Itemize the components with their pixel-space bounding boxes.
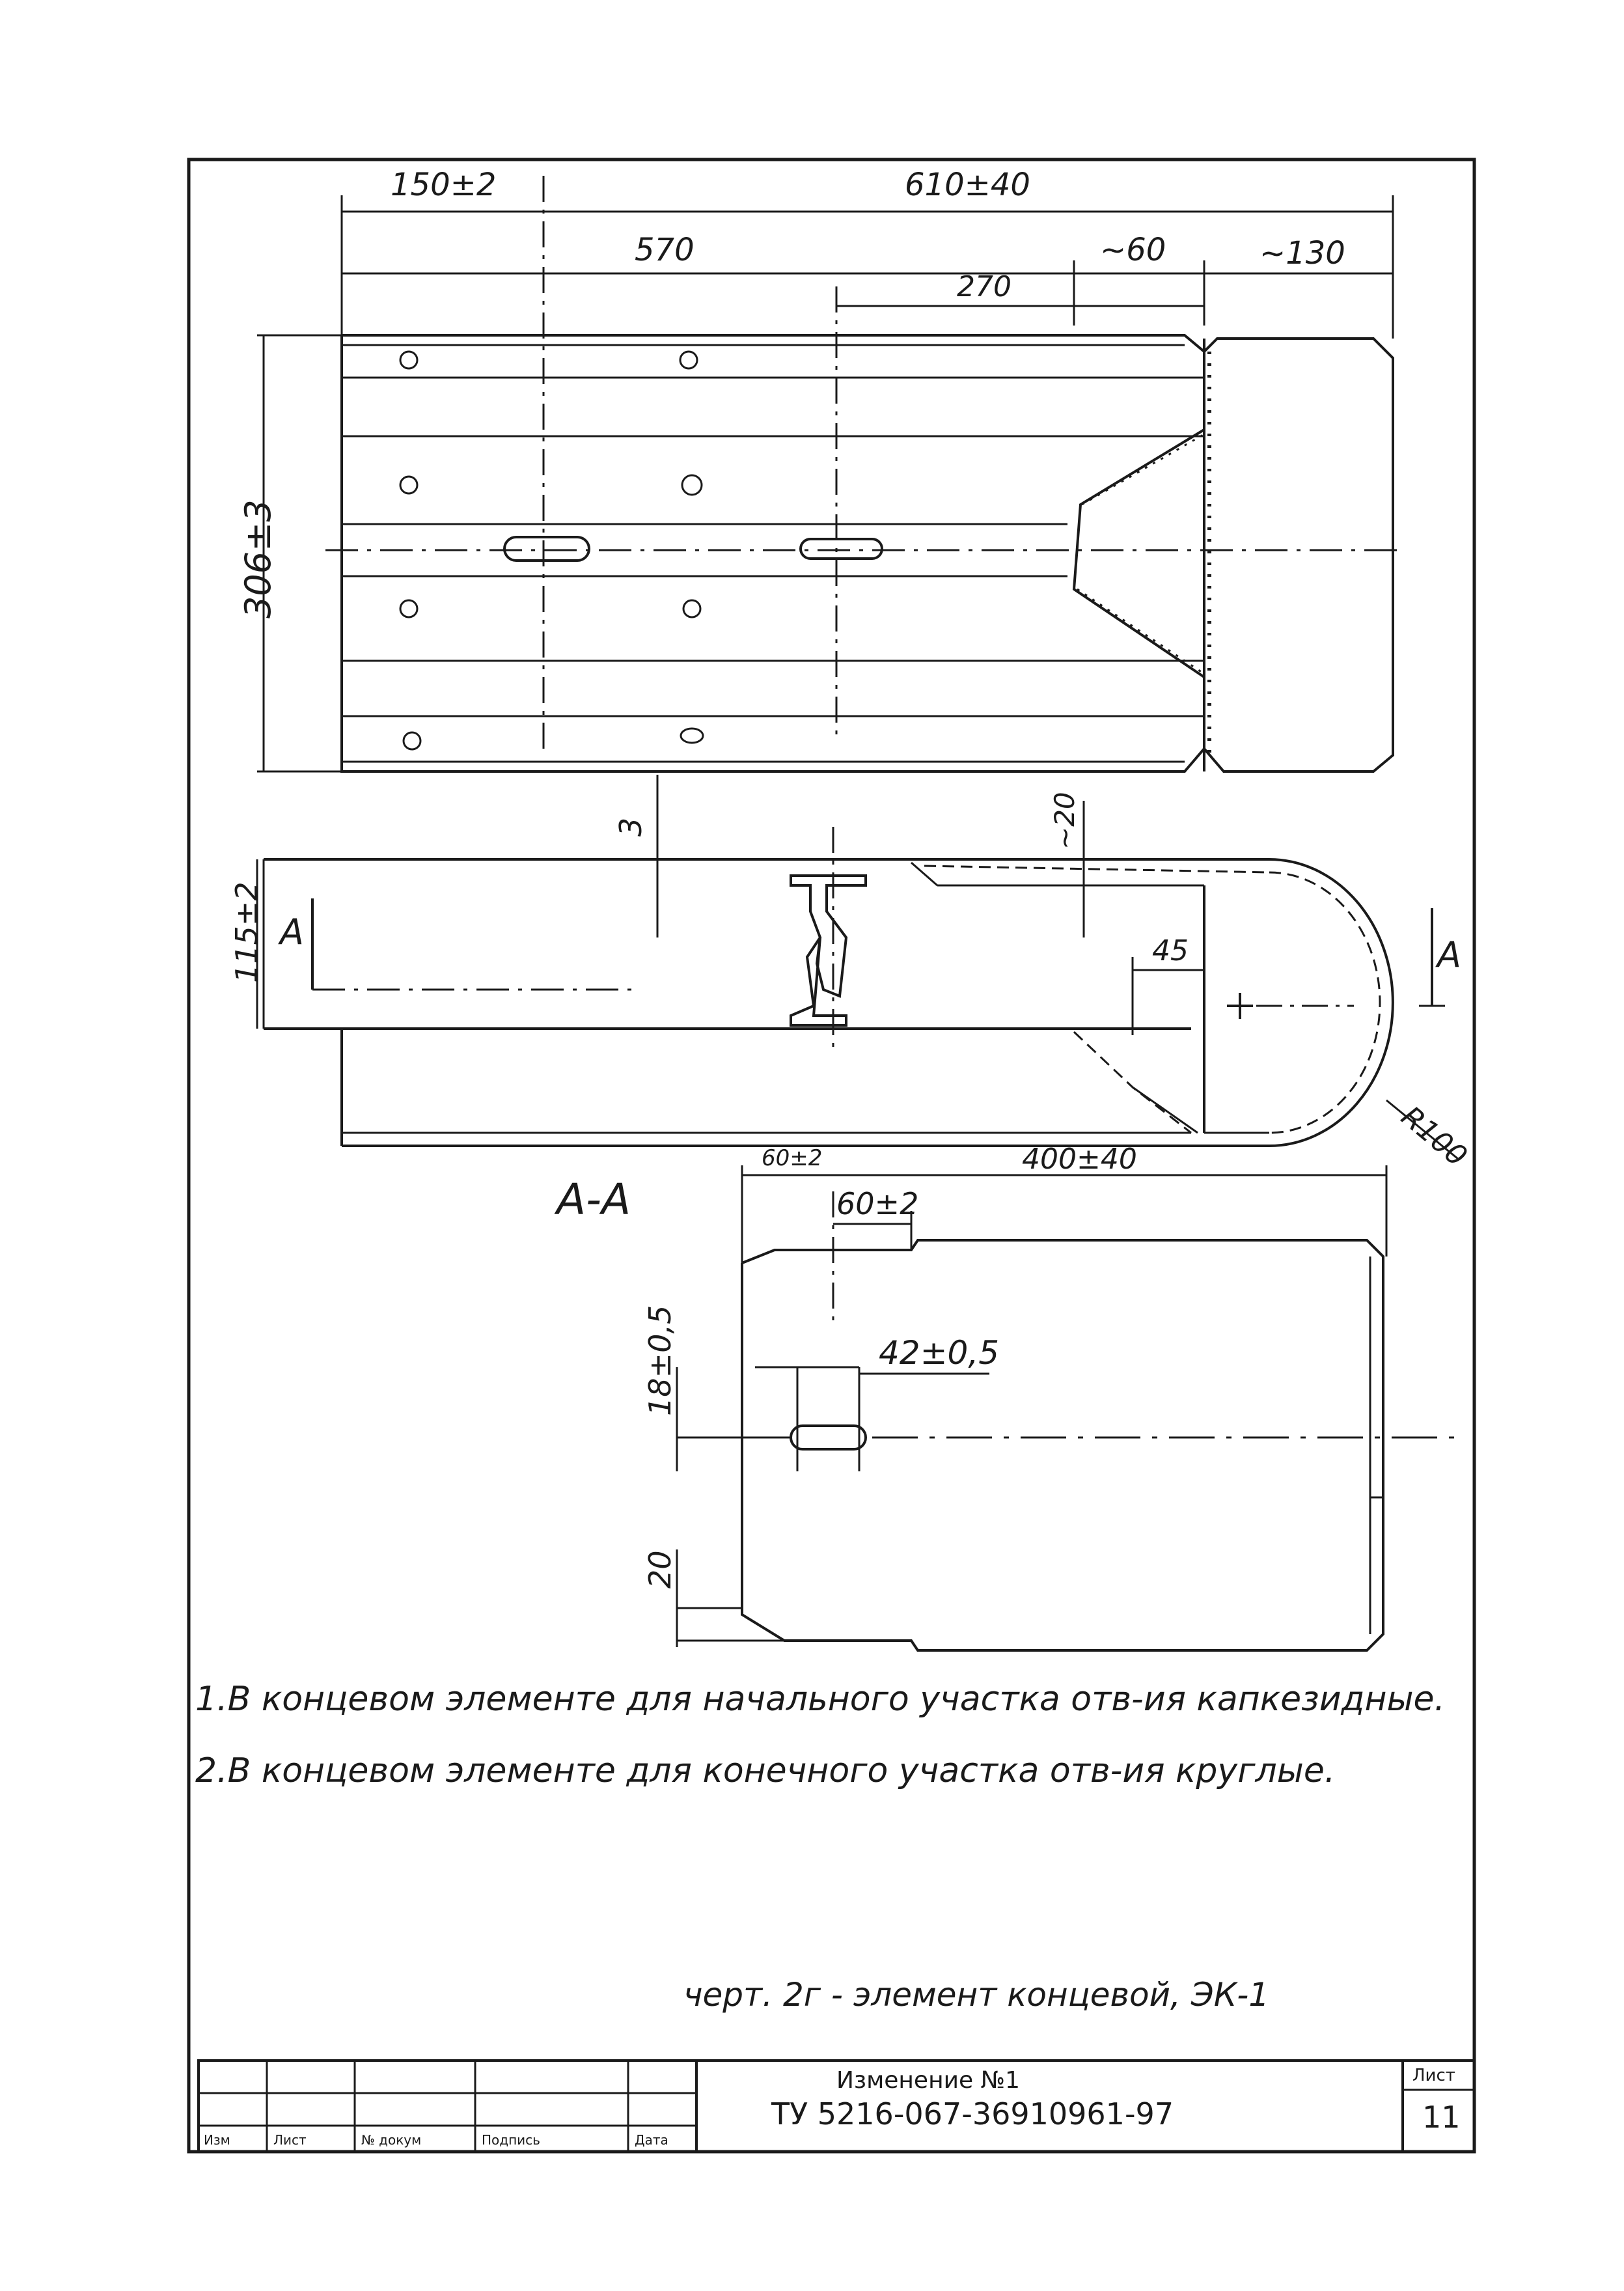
slot-hole <box>799 538 883 560</box>
dim-60: ~60 <box>1100 232 1166 268</box>
end-loop-outer <box>1269 858 1394 1147</box>
bolt-hole <box>681 474 703 496</box>
radius-leader <box>1386 1099 1459 1160</box>
sheet-frame <box>187 158 1476 2154</box>
dim-306: 306±3 <box>238 499 279 618</box>
loop-top-inner <box>924 865 1270 874</box>
bolt-hole <box>679 350 698 370</box>
title-block-frame <box>197 2059 1476 2153</box>
bolt-hole <box>682 599 702 618</box>
dim-42: 42±0,5 <box>879 1334 999 1372</box>
dim-130: ~130 <box>1259 235 1345 271</box>
tb-sheet-number: 11 <box>1422 2100 1461 2135</box>
tb-label-date: Дата <box>635 2132 668 2148</box>
plate-bend <box>911 861 938 887</box>
dim-610: 610±40 <box>905 167 1030 203</box>
dim-18: 18±0,5 <box>642 1305 678 1416</box>
end-loop-inner <box>1269 871 1381 1134</box>
section-mark-right: A <box>1435 934 1461 975</box>
note-2: 2.В концевом элементе для конечного учас… <box>195 1751 1336 1790</box>
bolt-hole <box>402 731 422 751</box>
plan-outline <box>340 334 1394 773</box>
bolt-hole <box>399 599 419 618</box>
dim-400: 400±40 <box>1022 1143 1137 1176</box>
section-mark-left: A <box>278 911 304 952</box>
tb-change: Изменение №1 <box>836 2067 1020 2094</box>
dim-115: 115±2 <box>229 882 264 983</box>
slot-hole <box>503 536 590 562</box>
section-aa-view: A-A 60±2 400±40 60±2 42±0,5 18±0,5 20 <box>554 1143 1465 1652</box>
bolt-hole <box>399 475 419 495</box>
dim-270: 270 <box>957 270 1012 303</box>
dim-20-sec: 20 <box>642 1550 678 1589</box>
section-hole <box>790 1424 867 1451</box>
title-block <box>197 2059 1476 2153</box>
dim-570: 570 <box>635 232 695 268</box>
dim-60-top: 60±2 <box>762 1145 822 1171</box>
tb-sheet-label: Лист <box>1412 2066 1455 2085</box>
dim-20: ~20 <box>1049 792 1080 850</box>
section-outline <box>741 1239 1384 1652</box>
side-view: 3 ~20 115±2 45 R100 A A <box>229 775 1473 1173</box>
side-diagonal-solid <box>1132 1086 1198 1134</box>
plan-view: 150±2 610±40 570 ~60 ~130 270 306±3 <box>238 167 1406 773</box>
note-1: 1.В концевом элементе для начального уча… <box>195 1680 1446 1719</box>
radius-label: R100 <box>1395 1100 1474 1173</box>
sigma-profile <box>790 874 867 1027</box>
tb-label-sign: Подпись <box>482 2132 540 2148</box>
dim-150: 150±2 <box>391 167 496 203</box>
tb-label-doc: № докум <box>361 2132 422 2148</box>
section-title: A-A <box>554 1174 631 1225</box>
dim-60-inner: 60±2 <box>836 1186 918 1221</box>
side-diagonal <box>1073 1031 1192 1134</box>
transition-wedge <box>1072 428 1205 678</box>
dim-3: 3 <box>613 818 648 837</box>
tb-doc-number: ТУ 5216-067-36910961-97 <box>771 2096 1174 2131</box>
dim-45: 45 <box>1152 934 1189 967</box>
bolt-hole <box>399 350 419 370</box>
bolt-hole <box>680 727 704 744</box>
tb-label-list: Лист <box>273 2132 307 2148</box>
drawing-caption: черт. 2г - элемент концевой, ЭК-1 <box>683 1976 1270 2014</box>
tb-label-izm: Изм <box>204 2132 230 2148</box>
